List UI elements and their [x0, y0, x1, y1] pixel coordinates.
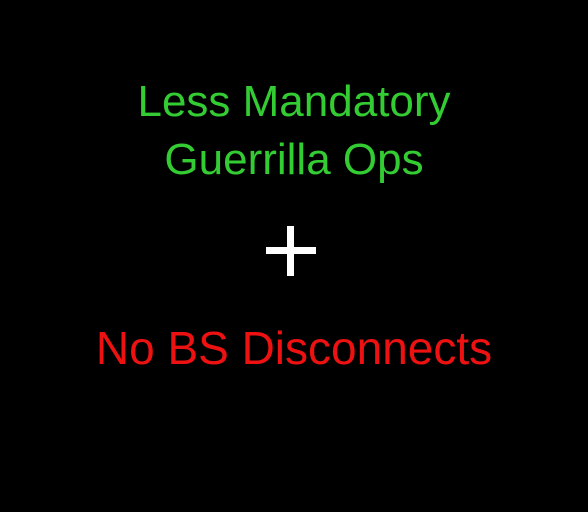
headline-line-2: Guerrilla Ops	[164, 135, 424, 184]
footer-text: No BS Disconnects	[95, 322, 493, 374]
headline-line-1: Less Mandatory	[137, 77, 451, 126]
plus-vertical-bar	[287, 226, 294, 276]
plus-icon	[266, 226, 316, 276]
